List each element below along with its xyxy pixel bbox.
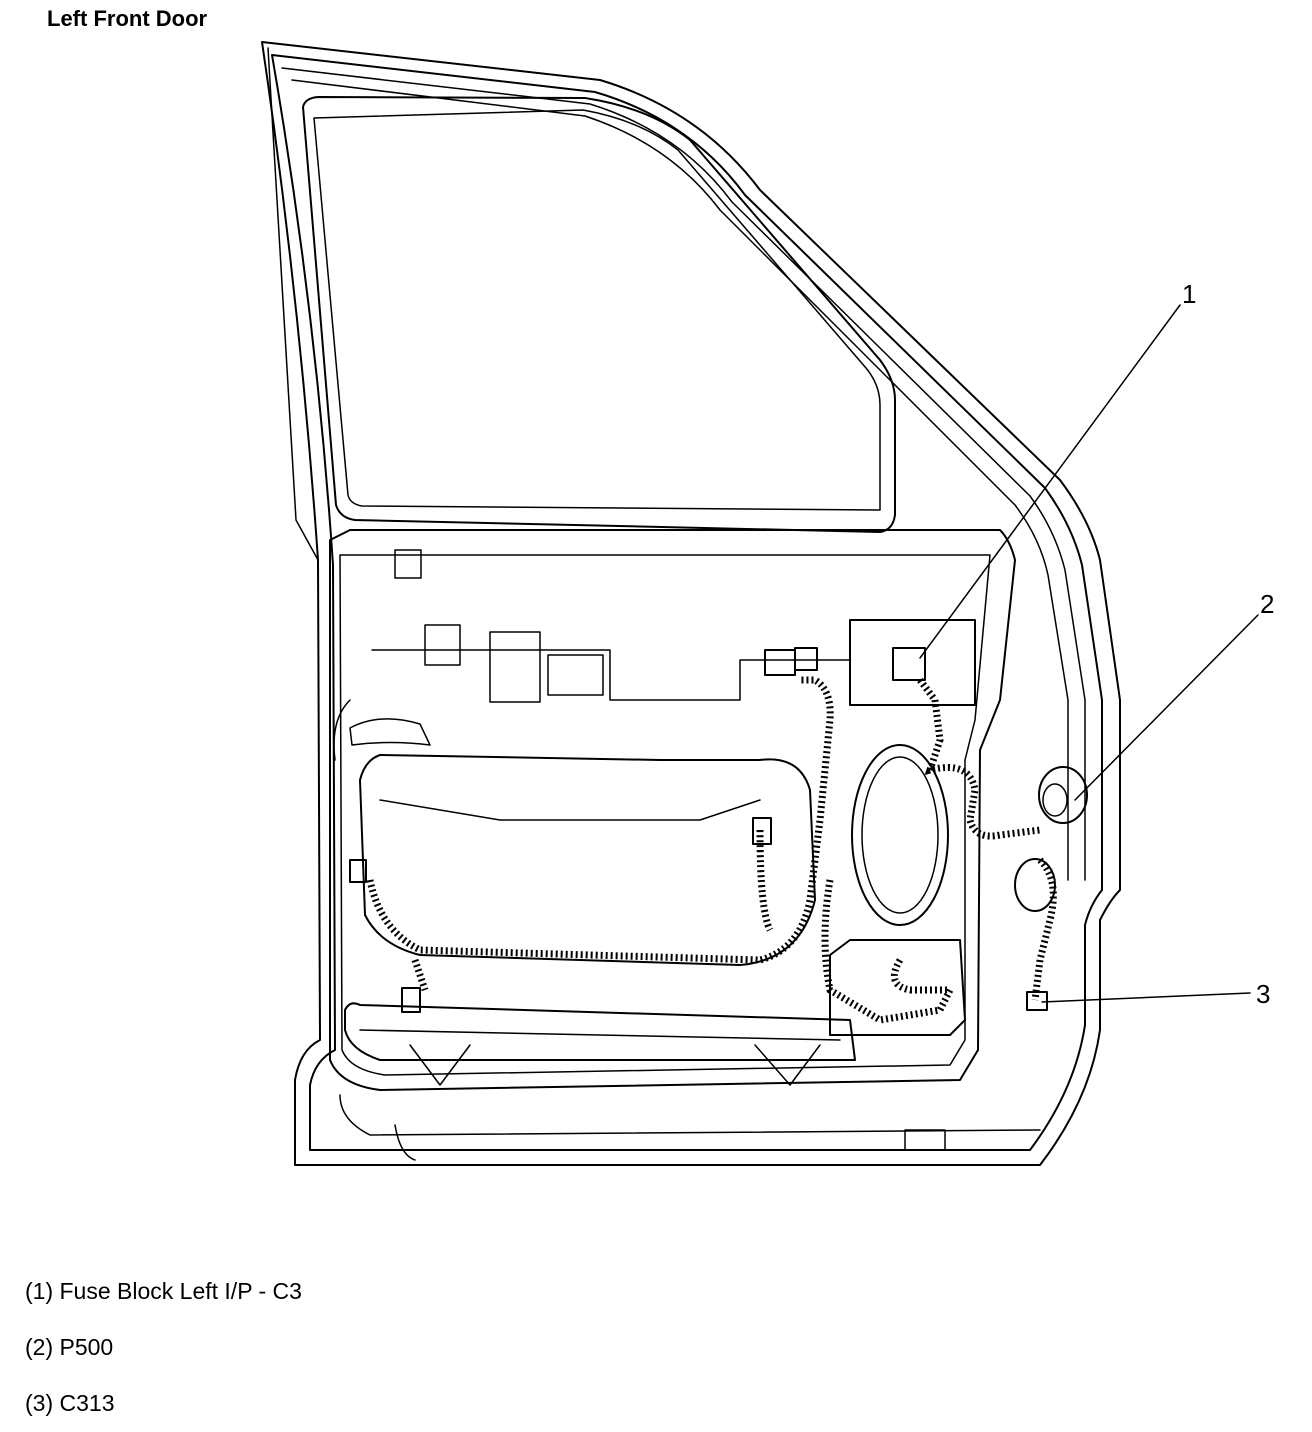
diagram-title: Left Front Door	[47, 6, 208, 31]
lower-bracket	[829, 619, 976, 1036]
window-opening	[302, 96, 896, 533]
connectors	[349, 647, 1048, 1013]
wiring-harness	[366, 676, 1057, 1024]
callout-2: 2	[1260, 589, 1274, 619]
legend-item-1: (1) Fuse Block Left I/P - C3	[25, 1278, 302, 1304]
legend-item-3: (3) C313	[25, 1390, 115, 1416]
leader-line-3	[1041, 992, 1251, 1003]
inner-panel	[329, 529, 1016, 1091]
lower-cavity	[339, 754, 1041, 1161]
legend-item-2: (2) P500	[25, 1334, 114, 1360]
speaker-opening	[851, 744, 949, 926]
leader-line-1	[919, 304, 1181, 659]
callout-1: 1	[1182, 279, 1196, 309]
door-outer-frame	[261, 41, 1121, 1166]
leader-line-2	[1074, 614, 1259, 801]
callout-3: 3	[1256, 979, 1270, 1009]
grommet-p500	[1014, 766, 1088, 912]
